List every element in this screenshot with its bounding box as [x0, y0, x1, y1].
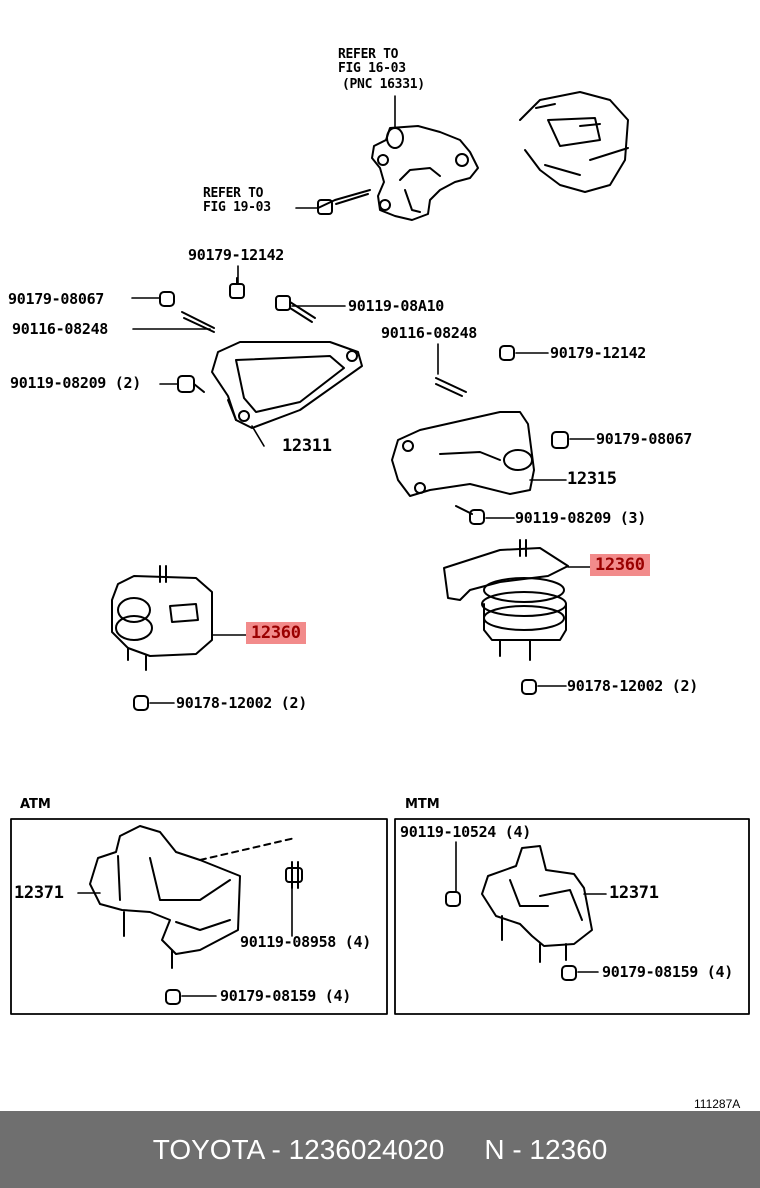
part-90178-12002-left[interactable]: 90178-12002 (2) — [176, 694, 307, 712]
footer-brand-part-number: TOYOTA - 1236024020 — [152, 1133, 445, 1165]
part-12315[interactable]: 12315 — [567, 469, 617, 489]
fasteners-right-drawing — [435, 345, 569, 525]
part-12311[interactable]: 12311 — [282, 436, 332, 456]
part-90116-08248-right[interactable]: 90116-08248 — [381, 324, 478, 342]
part-90179-12142-top[interactable]: 90179-12142 — [188, 246, 285, 264]
part-12360-right-highlighted[interactable]: 12360 — [590, 554, 650, 576]
part-90178-12002-right[interactable]: 90178-12002 (2) — [567, 677, 698, 695]
section-mtm-label: MTM — [405, 797, 440, 812]
engine-bracket-drawing — [371, 125, 479, 221]
atm-part-90179-08159[interactable]: 90179-08159 (4) — [220, 987, 351, 1005]
leader-lines — [131, 95, 595, 704]
part-90179-08067-left[interactable]: 90179-08067 — [8, 290, 105, 308]
figure-reference: 111287A — [694, 1097, 741, 1111]
mtm-part-90119-10524[interactable]: 90119-10524 (4) — [400, 823, 531, 841]
section-atm-label: ATM — [20, 797, 51, 812]
refer-fig16-line3: (PNC 16331) — [342, 77, 425, 92]
frame-corner-drawing — [519, 91, 629, 193]
part-12360-left-highlighted[interactable]: 12360 — [246, 622, 306, 644]
bracket-12311-drawing — [211, 341, 363, 429]
part-90119-08209-3[interactable]: 90119-08209 (3) — [515, 509, 646, 527]
atm-box — [10, 818, 388, 1015]
refer-fig19-line2: FIG 19-03 — [203, 200, 271, 215]
refer-fig16-line1: REFER TO — [338, 47, 399, 62]
part-90119-08209-2[interactable]: 90119-08209 (2) — [10, 374, 141, 392]
mtm-nut-drawing — [561, 965, 577, 981]
refer-fig16-line2: FIG 16-03 — [338, 61, 406, 76]
mtm-mount-drawing — [445, 845, 593, 963]
mount-12360-right-drawing — [443, 539, 569, 661]
atm-mount-drawing — [89, 825, 303, 969]
mtm-part-90179-08159[interactable]: 90179-08159 (4) — [602, 963, 733, 981]
mount-12360-left-drawing — [111, 565, 213, 671]
atm-nut-drawing — [165, 989, 181, 1005]
part-90179-08067-right[interactable]: 90179-08067 — [596, 430, 693, 448]
footer-pnc: N - 12360 — [484, 1133, 608, 1165]
atm-part-90119-08958[interactable]: 90119-08958 (4) — [240, 933, 371, 951]
part-90119-08a10[interactable]: 90119-08A10 — [348, 297, 445, 315]
mtm-leaders — [455, 841, 607, 973]
atm-leaders — [77, 887, 293, 997]
parts-diagram — [10, 91, 750, 1015]
nut-left-drawing — [133, 695, 149, 711]
bracket-12315-drawing — [391, 411, 535, 497]
part-90116-08248-left[interactable]: 90116-08248 — [12, 320, 109, 338]
nut-right-drawing — [521, 679, 537, 695]
fig19-bolt-drawing — [317, 189, 371, 215]
footer-bar: TOYOTA - 1236024020 N - 12360 — [0, 1111, 760, 1188]
part-90179-12142-right[interactable]: 90179-12142 — [550, 344, 647, 362]
mtm-box — [394, 818, 750, 1015]
refer-fig19-line1: REFER TO — [203, 186, 264, 201]
atm-part-12371[interactable]: 12371 — [14, 883, 64, 903]
fasteners-left-drawing — [159, 277, 316, 393]
mtm-part-12371[interactable]: 12371 — [609, 883, 659, 903]
